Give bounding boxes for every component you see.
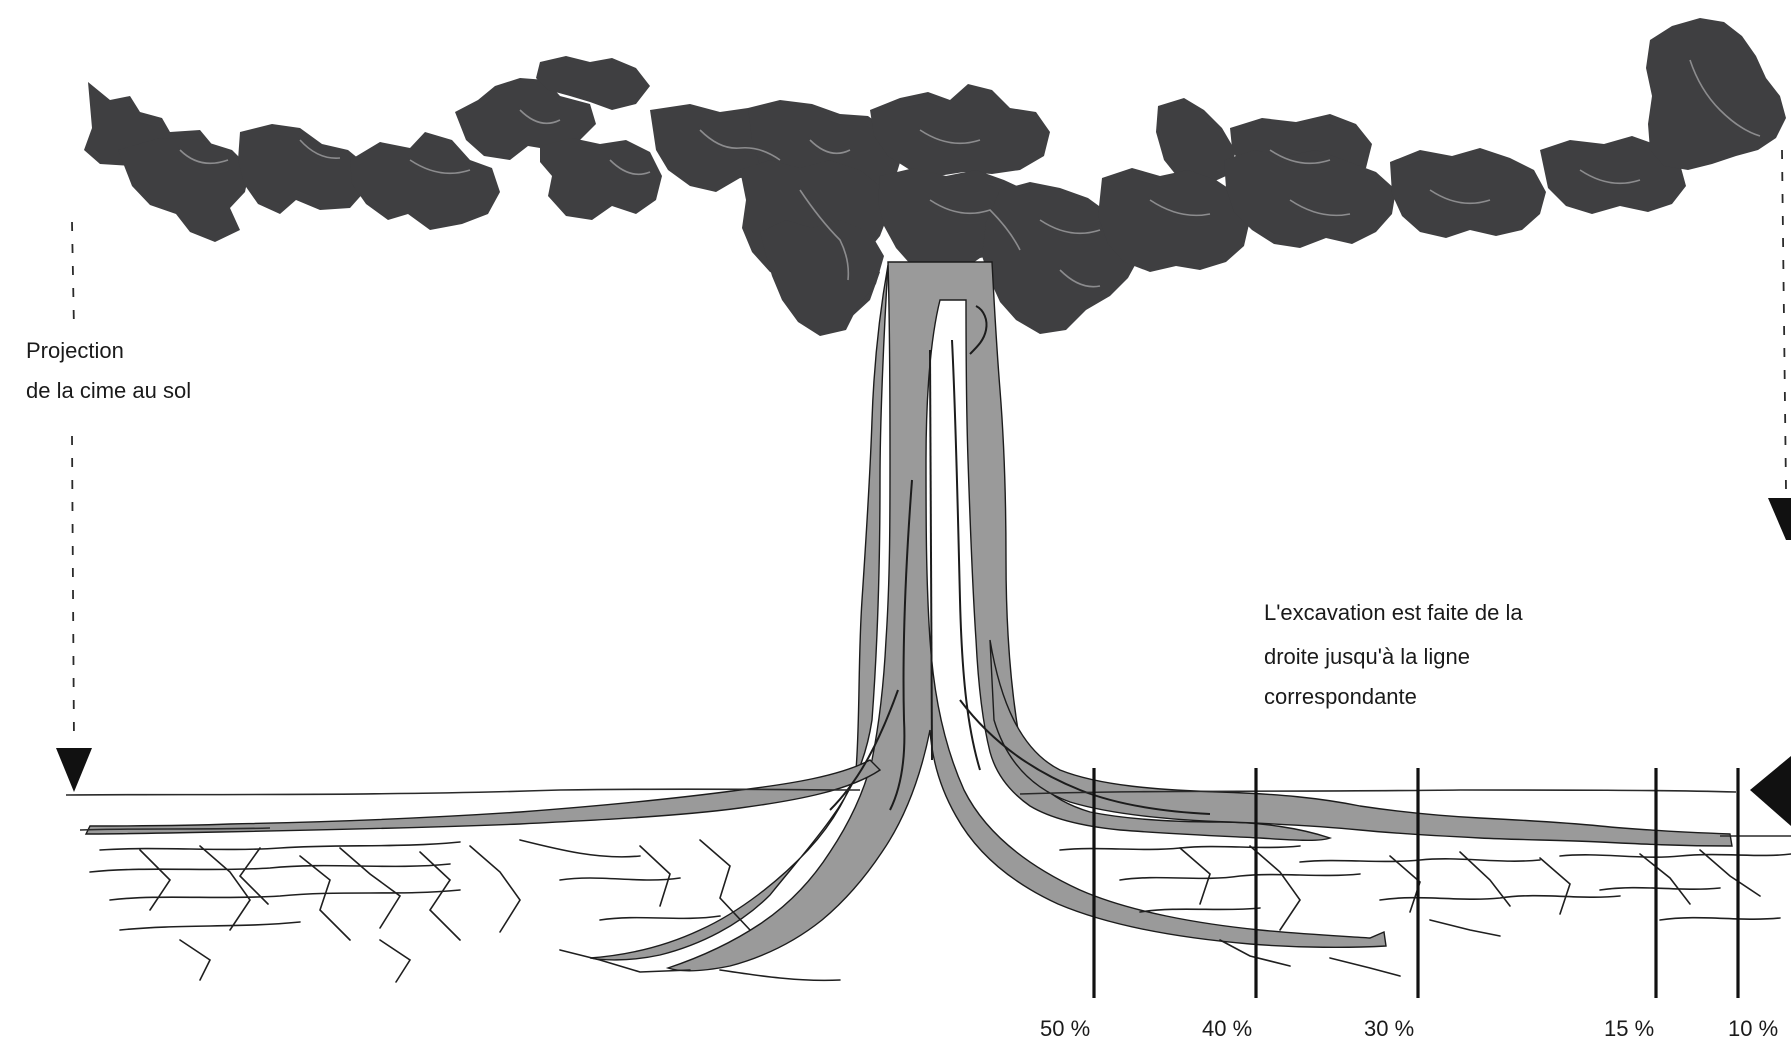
pct-label-30: 30 %: [1364, 1016, 1414, 1039]
projection-label-line2: de la cime au sol: [26, 378, 191, 403]
excavation-note-line1: L'excavation est faite de la: [1264, 600, 1523, 625]
excavation-note: L'excavation est faite de la droite jusq…: [1264, 600, 1523, 709]
arrow-down-icon: [56, 748, 92, 792]
excavation-note-line2: droite jusqu'à la ligne: [1264, 644, 1470, 669]
crown-projection-left: [56, 222, 92, 792]
fine-roots: [90, 840, 1791, 982]
percentage-labels: 50 % 40 % 30 % 15 % 10 %: [1040, 1016, 1778, 1039]
pct-label-40: 40 %: [1202, 1016, 1252, 1039]
pct-label-50: 50 %: [1040, 1016, 1090, 1039]
projection-label-line1: Projection: [26, 338, 124, 363]
arrow-left-icon: [1750, 756, 1791, 826]
projection-label: Projection de la cime au sol: [26, 338, 191, 403]
excavation-note-line3: correspondante: [1264, 684, 1417, 709]
arrow-down-icon: [1768, 498, 1791, 540]
pct-label-15: 15 %: [1604, 1016, 1654, 1039]
crown-projection-right: [1750, 150, 1791, 826]
pct-label-10: 10 %: [1728, 1016, 1778, 1039]
